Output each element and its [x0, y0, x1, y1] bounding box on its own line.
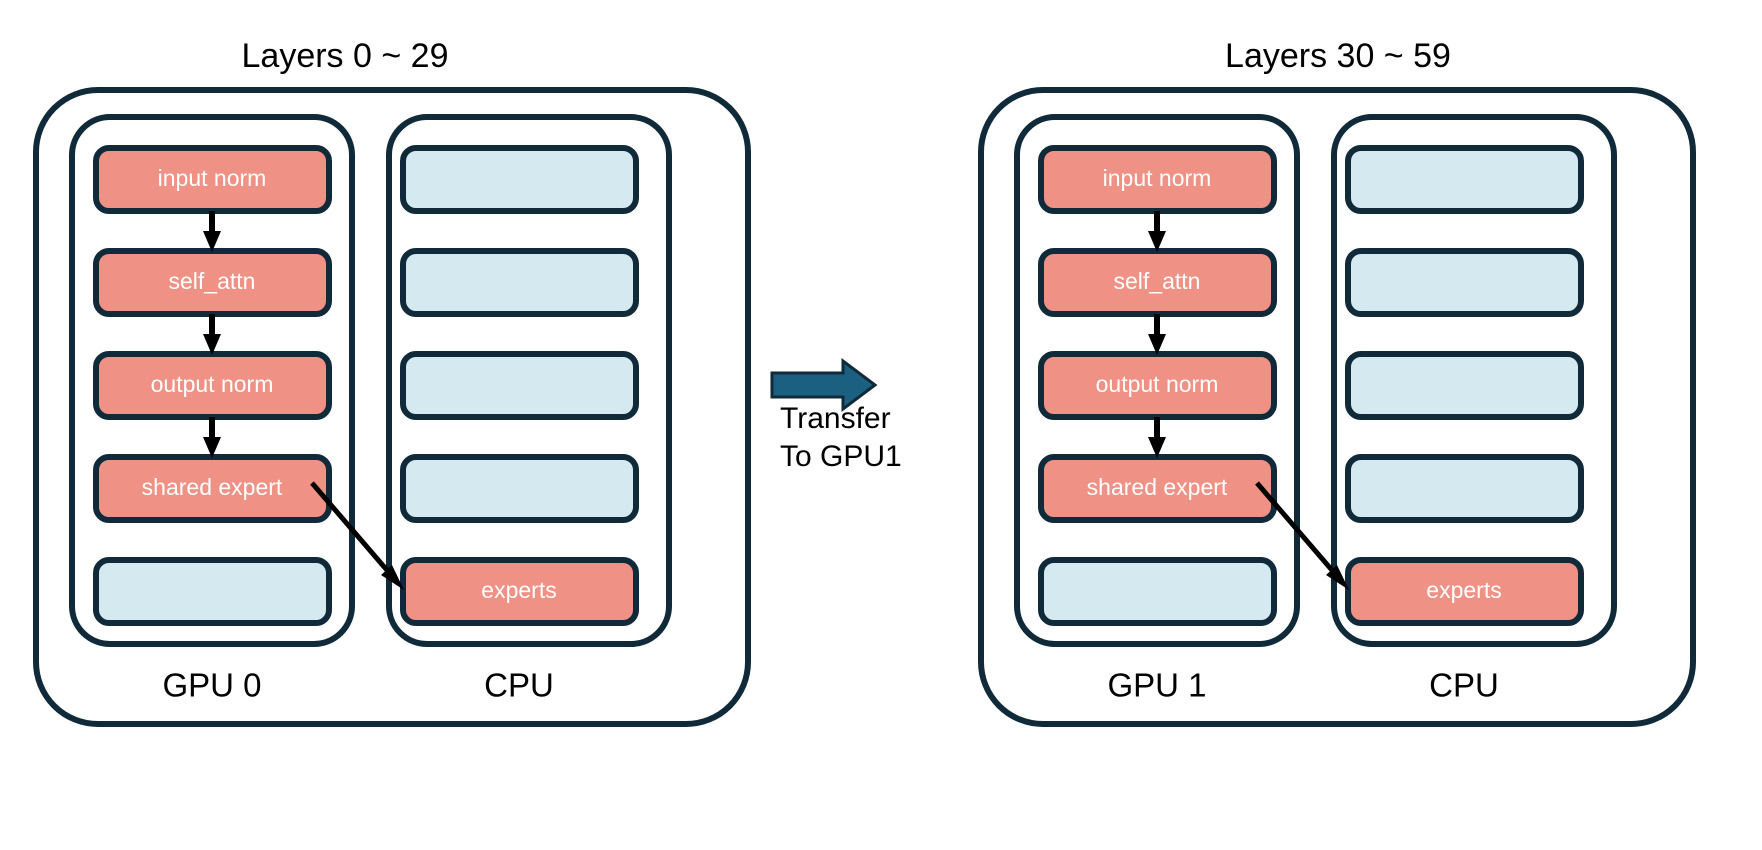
block-label-output-norm-gpu1: output norm: [1096, 371, 1219, 397]
block-label-shared-expert-gpu0: shared expert: [142, 474, 283, 500]
host-label-left: CPU: [484, 667, 554, 704]
block-shared-expert-gpu1[interactable]: [1038, 454, 1277, 523]
block-label-input-norm-gpu0: input norm: [158, 165, 267, 191]
block-label-output-norm-gpu0: output norm: [151, 371, 274, 397]
block-empty-gpu0[interactable]: [93, 557, 332, 626]
host-column-right: [1331, 114, 1617, 647]
host-label-right: CPU: [1429, 667, 1499, 704]
block-empty-cpu0-4[interactable]: [400, 454, 639, 523]
group-container-left: [33, 87, 751, 727]
transfer-arrow: [770, 358, 878, 412]
device-column-left: [69, 114, 355, 647]
device-label-right: GPU 1: [1107, 667, 1206, 704]
flow-arrow-gpu1-3: [1148, 417, 1166, 458]
transfer-label-line2: To GPU1: [780, 440, 902, 473]
group-container-right: [978, 87, 1696, 727]
block-label-input-norm-gpu1: input norm: [1103, 165, 1212, 191]
block-empty-cpu1-1[interactable]: [1345, 145, 1584, 214]
flow-arrow-gpu1-1: [1148, 211, 1166, 252]
block-label-self-attn-gpu0: self_attn: [169, 268, 256, 294]
block-label-experts-cpu0: experts: [481, 577, 556, 603]
group-title-left: Layers 0 ~ 29: [242, 37, 449, 75]
offload-arrow-right: [1255, 481, 1349, 590]
transfer-label-line1: Transfer: [780, 402, 891, 435]
block-empty-cpu1-3[interactable]: [1345, 351, 1584, 420]
flow-arrow-gpu1-2: [1148, 314, 1166, 355]
host-column-left: [386, 114, 672, 647]
block-experts-cpu1[interactable]: [1345, 557, 1584, 626]
flow-arrow-gpu0-3: [203, 417, 221, 458]
block-label-shared-expert-gpu1: shared expert: [1087, 474, 1228, 500]
flow-arrow-gpu0-1: [203, 211, 221, 252]
device-label-left: GPU 0: [162, 667, 261, 704]
device-column-right: [1014, 114, 1300, 647]
block-label-self-attn-gpu1: self_attn: [1114, 268, 1201, 294]
block-empty-gpu1[interactable]: [1038, 557, 1277, 626]
block-empty-cpu0-1[interactable]: [400, 145, 639, 214]
block-label-experts-cpu1: experts: [1426, 577, 1501, 603]
block-empty-cpu1-2[interactable]: [1345, 248, 1584, 317]
flow-arrow-gpu0-2: [203, 314, 221, 355]
group-title-right: Layers 30 ~ 59: [1225, 37, 1451, 75]
offload-arrow-left: [310, 481, 404, 590]
block-experts-cpu0[interactable]: [400, 557, 639, 626]
block-empty-cpu0-2[interactable]: [400, 248, 639, 317]
block-empty-cpu1-4[interactable]: [1345, 454, 1584, 523]
block-shared-expert-gpu0[interactable]: [93, 454, 332, 523]
block-empty-cpu0-3[interactable]: [400, 351, 639, 420]
